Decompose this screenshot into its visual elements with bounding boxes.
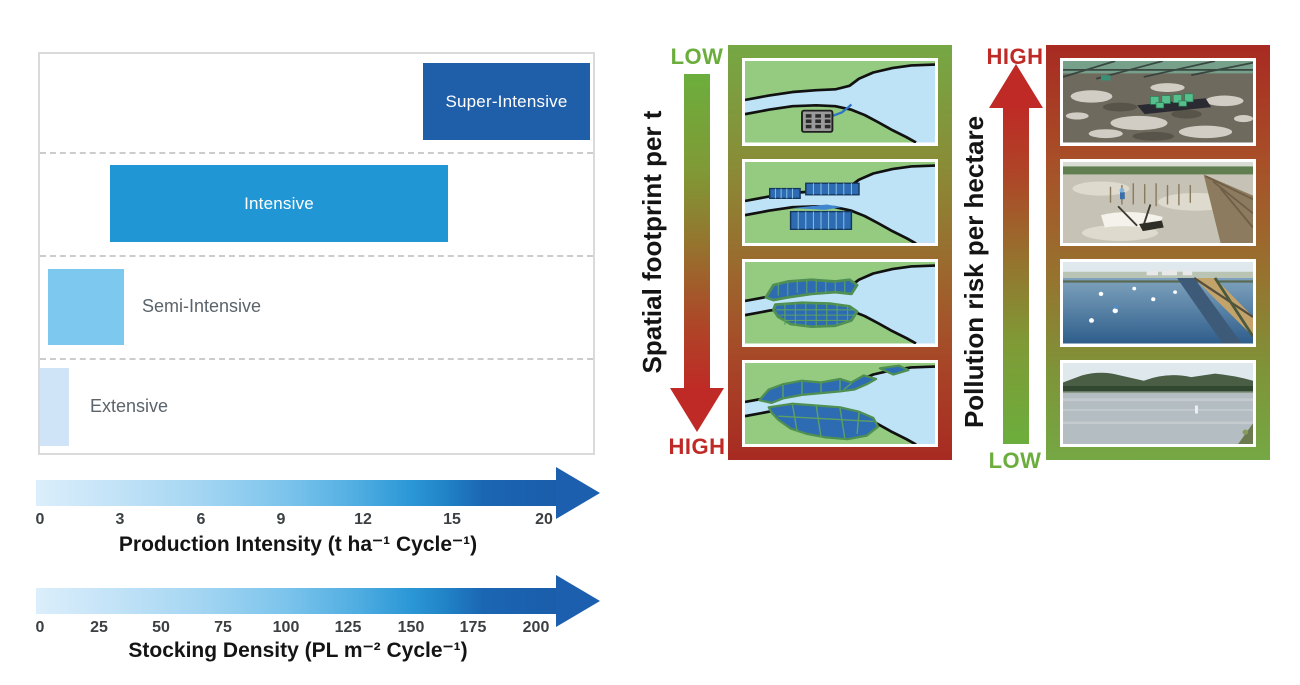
estuary-map-illustration [745,161,935,243]
arrow-down-icon [670,388,724,432]
estuary-map-illustration [745,262,935,344]
pollution-risk-axis-label: Pollution risk per hectare [959,115,989,429]
stocking-density-axis-title: Stocking Density (PL m⁻² Cycle⁻¹) [128,639,468,662]
axis-tick: 75 [214,619,232,636]
extensive-ponds-estuary-map [742,359,938,447]
bar-label: Semi-Intensive [142,296,262,316]
pond-photo-illustration [1063,161,1253,243]
pond-photo-illustration [1063,61,1253,143]
bar-intensive: Intensive [110,165,448,242]
axis-tick: 20 [535,511,553,528]
spatial-footprint-panel [728,45,952,460]
bar-label: Extensive [90,396,169,416]
arrow-right-icon [556,575,600,627]
axis-tick: 0 [35,619,45,636]
bar-super-intensive: Super-Intensive [423,63,590,140]
bar-semi-intensive [48,269,124,345]
bar-label: Intensive [244,193,314,213]
estuary-map-illustration [745,362,935,444]
axis-tick: 3 [115,511,125,528]
extensive-pond-photo [1060,359,1256,447]
pollution-risk-panel [1046,45,1270,460]
axis-tick: 9 [276,511,286,528]
axis-tick: 150 [397,619,425,636]
axis-tick: 200 [522,619,550,636]
intensity-chart-plot-area: Super-Intensive Intensive Semi-Intensive… [38,52,595,455]
bar-extensive [40,368,69,446]
arrow-up-icon [989,64,1043,108]
pollution-gradient-arrow-shaft [1003,106,1029,444]
arrow-right-icon [556,467,600,519]
low-label: LOW [988,448,1042,473]
super-intensive-pond-photo [1060,58,1256,146]
pond-photo-illustration [1063,362,1253,444]
semi-intensive-ponds-photo [1060,259,1256,347]
axis-tick: 175 [459,619,487,636]
spatial-footprint-axis-label: Spatial footprint per t [637,110,667,374]
axis-tick: 12 [354,511,372,528]
band-separator [40,358,593,360]
axis-tick: 50 [152,619,170,636]
estuary-map-illustration [745,61,935,143]
axis-tick: 125 [334,619,362,636]
high-label: HIGH [668,434,726,459]
pond-photo-illustration [1063,262,1253,344]
low-label: LOW [670,44,724,69]
axis-tick: 100 [272,619,300,636]
production-intensity-gradient-arrow [36,480,556,506]
bar-label: Super-Intensive [445,91,568,111]
stocking-density-gradient-arrow [36,588,556,614]
intensive-pond-photo [1060,158,1256,246]
axis-tick: 15 [443,511,461,528]
axis-tick: 25 [90,619,108,636]
small-pond-clusters-estuary-map [742,158,938,246]
band-separator [40,152,593,154]
axis-tick: 0 [35,511,45,528]
band-separator [40,255,593,257]
spatial-gradient-arrow-shaft [684,74,710,390]
medium-pond-clusters-estuary-map [742,259,938,347]
axis-tick: 6 [196,511,206,528]
production-intensity-axis-title: Production Intensity (t ha⁻¹ Cycle⁻¹) [118,533,478,556]
indoor-facility-estuary-map [742,58,938,146]
